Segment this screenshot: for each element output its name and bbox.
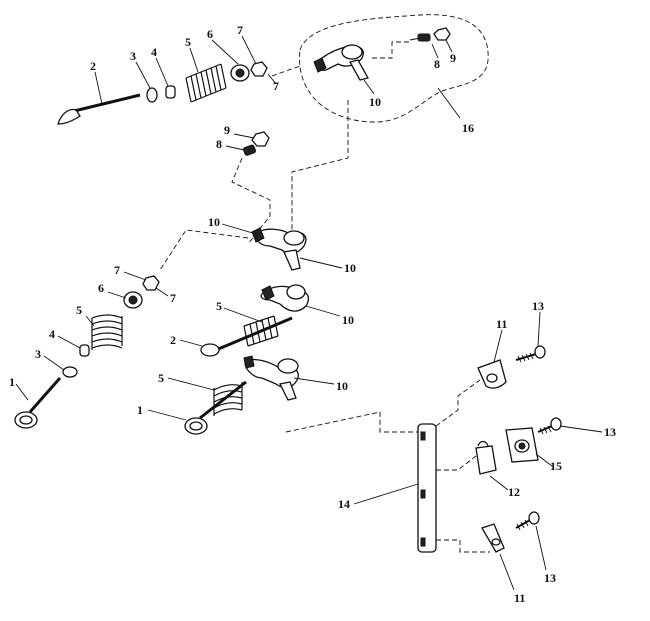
callout-9-mid: 9 (224, 123, 230, 137)
retainer-left (123, 291, 143, 309)
valve-lower (184, 380, 247, 435)
callout-2-middle: 2 (170, 333, 176, 347)
callout-1-lower: 1 (137, 403, 143, 417)
callout-10-mid-left: 10 (208, 215, 220, 229)
callout-5-top: 5 (185, 35, 191, 49)
callout-10-top: 10 (369, 95, 381, 109)
callout-7-top: 7 (237, 23, 243, 37)
spring-seat-left (62, 366, 78, 378)
rocker-arm-middle (251, 227, 307, 271)
bracket-top (477, 359, 507, 389)
callout-1-left: 1 (9, 375, 15, 389)
keeper-top (165, 85, 176, 99)
callout-7-left-right: 7 (170, 291, 176, 305)
callout-13-top: 13 (532, 299, 544, 313)
callout-11-lower: 11 (514, 591, 525, 605)
callout-labels: 2 3 4 5 6 7 7 10 8 9 16 9 8 10 10 7 7 6 … (9, 23, 616, 605)
callout-4-top: 4 (151, 45, 157, 59)
callout-11-top: 11 (496, 317, 507, 331)
callout-14: 14 (338, 497, 350, 511)
adjust-screw-mid (243, 144, 257, 156)
callout-5-middle: 5 (216, 299, 222, 313)
clip-12 (475, 440, 497, 475)
callout-9-top: 9 (450, 51, 456, 65)
bolt-top (515, 345, 546, 363)
callout-10-middle: 10 (342, 313, 354, 327)
callout-5-left: 5 (76, 303, 82, 317)
callout-13-middle: 13 (604, 425, 616, 439)
lock-nut-top (433, 27, 451, 41)
valve-left (14, 377, 62, 429)
callout-2-top: 2 (90, 59, 96, 73)
nut-top (250, 61, 268, 77)
callout-8-mid: 8 (216, 137, 222, 151)
callout-7-left: 7 (114, 263, 120, 277)
callout-6-top: 6 (207, 27, 213, 41)
lock-nut-mid (251, 131, 270, 147)
valve-middle (200, 316, 293, 357)
callout-12: 12 (508, 485, 520, 499)
callout-13-lower: 13 (544, 571, 556, 585)
callout-3-top: 3 (130, 49, 136, 63)
callout-10-mid-right: 10 (344, 261, 356, 275)
plate-15 (505, 427, 539, 463)
callout-16: 16 (462, 121, 474, 135)
retainer-top (230, 64, 250, 82)
callout-7-top-right: 7 (273, 79, 279, 93)
callout-10-lower: 10 (336, 379, 348, 393)
callout-6-left: 6 (98, 281, 104, 295)
callout-4-left: 4 (49, 327, 55, 341)
bolt-lower (515, 511, 540, 531)
callout-15: 15 (550, 459, 562, 473)
callout-3-left: 3 (35, 347, 41, 361)
rocker-arm-top (313, 44, 369, 81)
spring-lower (213, 382, 243, 416)
rocker-arm-lower (243, 355, 299, 401)
bracket-lower (481, 523, 505, 553)
rocker-arm-2 (260, 284, 310, 312)
callout-5-lower: 5 (158, 371, 164, 385)
spring-top (185, 63, 227, 103)
spring-left (91, 314, 123, 350)
leader-lines (15, 35, 603, 591)
bolt-middle (537, 417, 562, 435)
nut-left (142, 275, 160, 291)
group-16-outline (299, 14, 489, 123)
callout-8-top: 8 (434, 57, 440, 71)
adjust-screw-top (409, 33, 431, 42)
valve-top (57, 93, 141, 125)
keeper-left (79, 344, 90, 357)
spring-seat-top (146, 87, 158, 103)
rocker-shaft (417, 423, 437, 553)
